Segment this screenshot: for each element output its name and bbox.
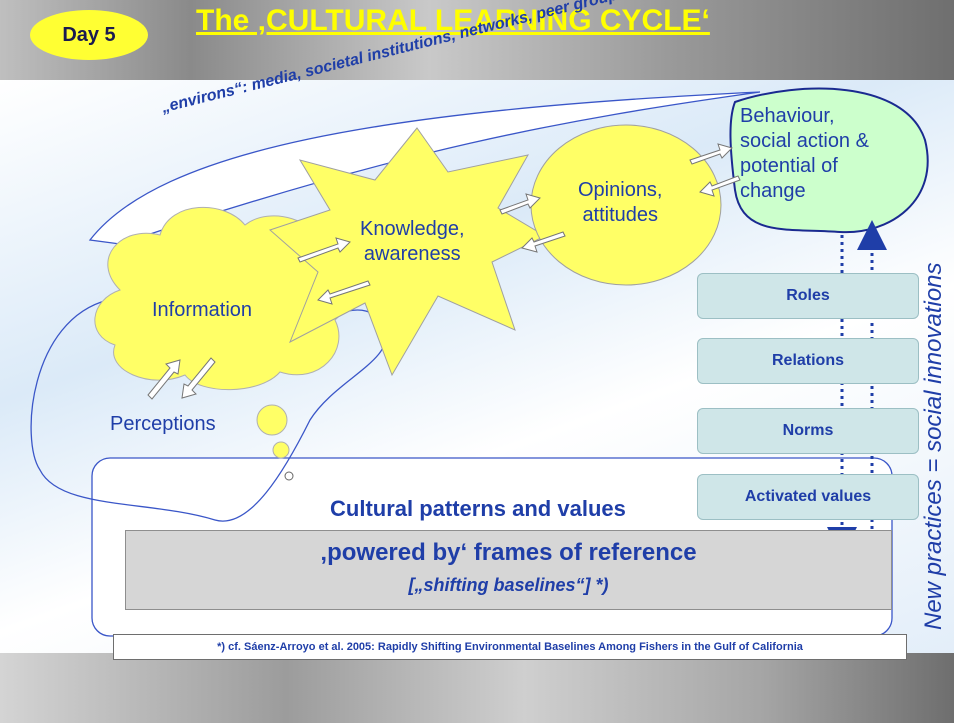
footer-photo-band (0, 653, 954, 723)
powered-by-label: ‚powered by‘ frames of reference (320, 539, 697, 566)
box-roles: Roles (697, 273, 919, 319)
shifting-baselines-label: [„shifting baselines“] *) (408, 575, 609, 595)
arrow-perceptions-to-info (147, 359, 181, 400)
behaviour-line-3: potential of (740, 155, 838, 177)
opinions-line-2: attitudes (582, 204, 659, 226)
arrow-knowledge-to-opinions (499, 193, 541, 215)
behaviour-label: Behaviour, social action & potential of … (740, 104, 869, 204)
box-activated-values: Activated values (697, 474, 919, 520)
behaviour-line-2: social action & (740, 130, 869, 152)
knowledge-line-2: awareness (363, 243, 461, 265)
thought-bubble-small (284, 471, 294, 481)
arrow-opinions-to-knowledge (521, 231, 566, 253)
opinions-line-1: Opinions, (578, 179, 663, 201)
knowledge-line-1: Knowledge, (360, 218, 465, 240)
arrow-info-to-knowledge (297, 237, 351, 263)
cultural-patterns-label: Cultural patterns and values (330, 496, 626, 521)
box-relations: Relations (697, 338, 919, 384)
day-badge: Day 5 (30, 10, 148, 60)
thought-bubble-medium (272, 441, 290, 459)
slide-title: The ‚CULTURAL LEARNING CYCLE‘ (196, 4, 710, 37)
arrow-info-to-perceptions (181, 357, 216, 399)
footnote: *) cf. Sáenz-Arroyo et al. 2005: Rapidly… (113, 634, 907, 660)
opinions-label: Opinions, attitudes (578, 178, 663, 228)
behaviour-line-1: Behaviour, (740, 105, 835, 127)
perceptions-label: Perceptions (110, 413, 216, 435)
frames-of-reference-box: ‚powered by‘ frames of reference [„shift… (125, 530, 892, 610)
arrow-knowledge-to-info (317, 280, 371, 305)
header-photo-band (0, 0, 954, 80)
knowledge-starburst (269, 127, 547, 377)
box-norms: Norms (697, 408, 919, 454)
behaviour-line-4: change (740, 180, 806, 202)
information-cloud (94, 206, 352, 391)
thought-bubble-large (256, 404, 288, 436)
arrow-opinions-to-behaviour (689, 143, 733, 165)
knowledge-label: Knowledge, awareness (360, 217, 465, 267)
information-label: Information (152, 299, 253, 321)
new-practices-label: New practices = social innovations (920, 262, 947, 630)
arrow-behaviour-to-opinions (699, 175, 741, 197)
